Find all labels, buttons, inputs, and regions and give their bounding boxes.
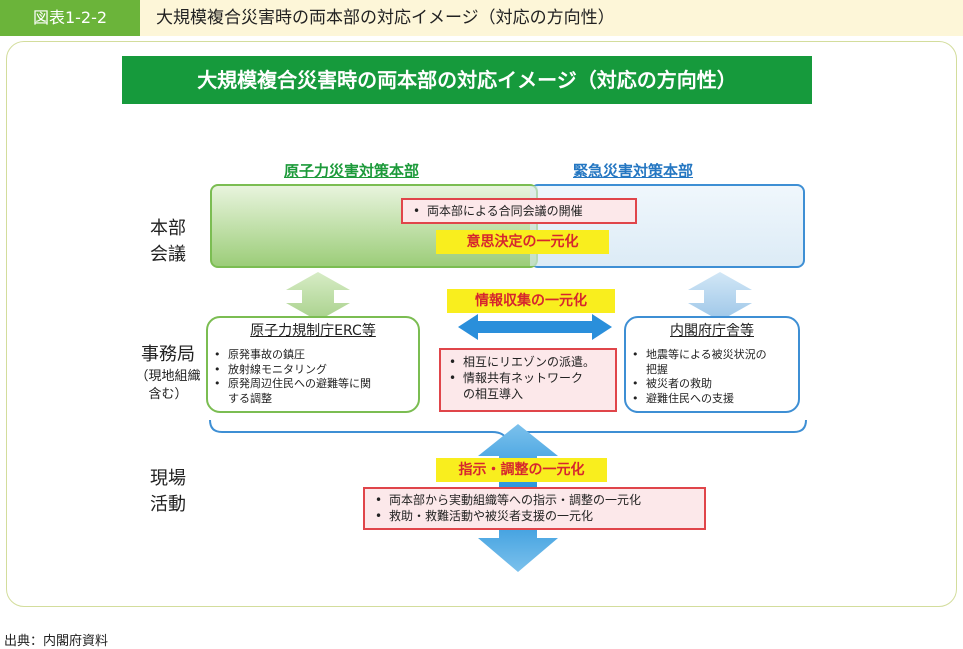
- source-note: 出典：内閣府資料: [4, 634, 109, 649]
- nuclear-double-arrow: [286, 272, 350, 321]
- list-item: 被災者の救助: [630, 377, 798, 392]
- list-item: 把握: [646, 362, 668, 376]
- coordination-unification-label: 指示・調整の一元化: [436, 458, 607, 482]
- figure-title: 大規模複合災害時の両本部の対応イメージ（対応の方向性）: [156, 8, 615, 28]
- cao-building-title: 内閣府庁舎等: [670, 323, 754, 339]
- figure-label: 図表1-2-2: [0, 0, 140, 36]
- list-item: 相互にリエゾンの派遣。: [447, 354, 609, 370]
- nra-erc-box: 原子力規制庁ERC等 原発事故の鎮圧 放射線モニタリング 原発周辺住民への避難等…: [206, 316, 420, 413]
- row-label-hq-meeting: 本部 会議: [150, 218, 186, 265]
- diagram-banner: 大規模複合災害時の両本部の対応イメージ（対応の方向性）: [122, 56, 812, 104]
- emergency-hq-heading: 緊急災害対策本部: [573, 162, 694, 180]
- header-bar: [0, 0, 963, 36]
- row-label-secretariat: 事務局 （現地組織 含む）: [118, 342, 218, 404]
- list-item: 避難住民への支援: [630, 392, 798, 407]
- emergency-double-arrow: [688, 272, 752, 321]
- joint-meeting-box: 両本部による合同会議の開催: [401, 198, 637, 224]
- list-item: 原発事故の鎮圧: [212, 348, 418, 363]
- list-item: 情報共有ネットワーク: [447, 370, 609, 386]
- list-item: 救助・救難活動や被災者支援の一元化: [373, 508, 696, 524]
- information-unification-label: 情報収集の一元化: [447, 289, 615, 313]
- secretariat-note: （現地組織: [135, 369, 201, 384]
- list-item: 放射線モニタリング: [212, 363, 418, 378]
- joint-meeting-item: 両本部による合同会議の開催: [411, 203, 627, 219]
- box-overlap: [530, 186, 538, 266]
- row-label-field: 現場 活動: [150, 468, 186, 515]
- list-item: 地震等による被災状況の: [630, 348, 798, 363]
- cao-building-box: 内閣府庁舎等 地震等による被災状況の 把握 被災者の救助 避難住民への支援: [624, 316, 800, 413]
- list-item: 原発周辺住民への避難等に関: [212, 377, 418, 392]
- nra-erc-title: 原子力規制庁ERC等: [250, 323, 376, 339]
- list-item: する調整: [228, 391, 272, 405]
- list-item: の相互導入: [463, 387, 524, 401]
- decision-unification-label: 意思決定の一元化: [436, 230, 609, 254]
- information-double-arrow: [458, 314, 612, 340]
- list-item: 両本部から実動組織等への指示・調整の一元化: [373, 492, 696, 508]
- liaison-box: 相互にリエゾンの派遣。 情報共有ネットワーク の相互導入: [439, 348, 617, 412]
- nuclear-hq-heading: 原子力災害対策本部: [284, 162, 420, 180]
- field-activity-box: 両本部から実動組織等への指示・調整の一元化 救助・救難活動や被災者支援の一元化: [363, 487, 706, 530]
